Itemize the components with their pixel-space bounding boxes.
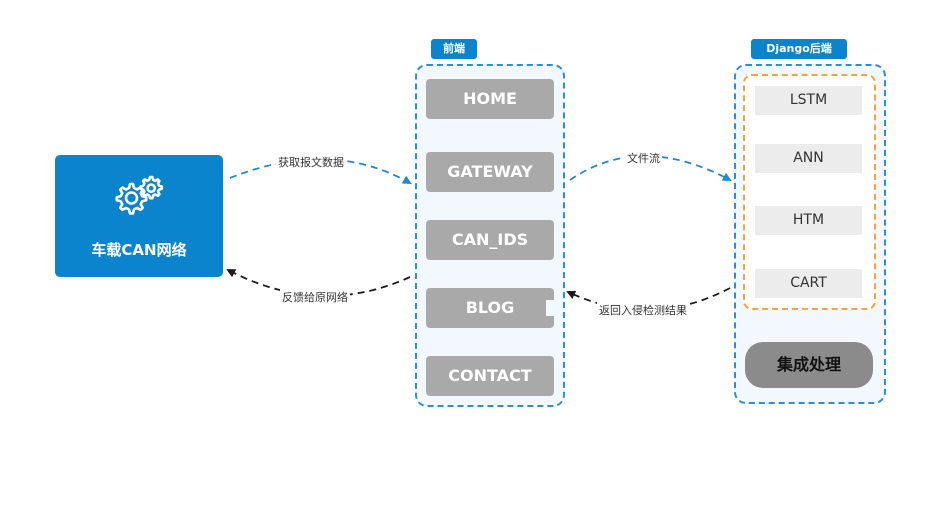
backend-tag: Django后端	[751, 39, 847, 59]
model-htm: HTM	[755, 206, 862, 235]
can-network-node: 车载CAN网络	[55, 155, 223, 277]
label-feedback: 反馈给原网络	[280, 289, 350, 305]
model-cart: CART	[755, 269, 862, 298]
nav-blog-notch	[546, 300, 554, 316]
ensemble-node: 集成处理	[745, 342, 873, 388]
arrow-file-stream	[569, 155, 732, 181]
gears-icon	[115, 175, 164, 215]
nav-contact: CONTACT	[426, 356, 554, 396]
model-ann: ANN	[755, 144, 862, 173]
label-result: 返回入侵检测结果	[597, 302, 689, 318]
label-file-stream: 文件流	[625, 150, 662, 166]
model-lstm: LSTM	[755, 86, 862, 115]
nav-blog: BLOG	[426, 288, 554, 328]
nav-can-ids: CAN_IDS	[426, 220, 554, 260]
frontend-tag: 前端	[431, 39, 477, 59]
nav-gateway: GATEWAY	[426, 152, 554, 192]
nav-blog-label: BLOG	[465, 298, 515, 317]
nav-home: HOME	[426, 79, 554, 119]
can-network-title: 车载CAN网络	[91, 241, 187, 259]
label-fetch: 获取报文数据	[276, 154, 346, 170]
